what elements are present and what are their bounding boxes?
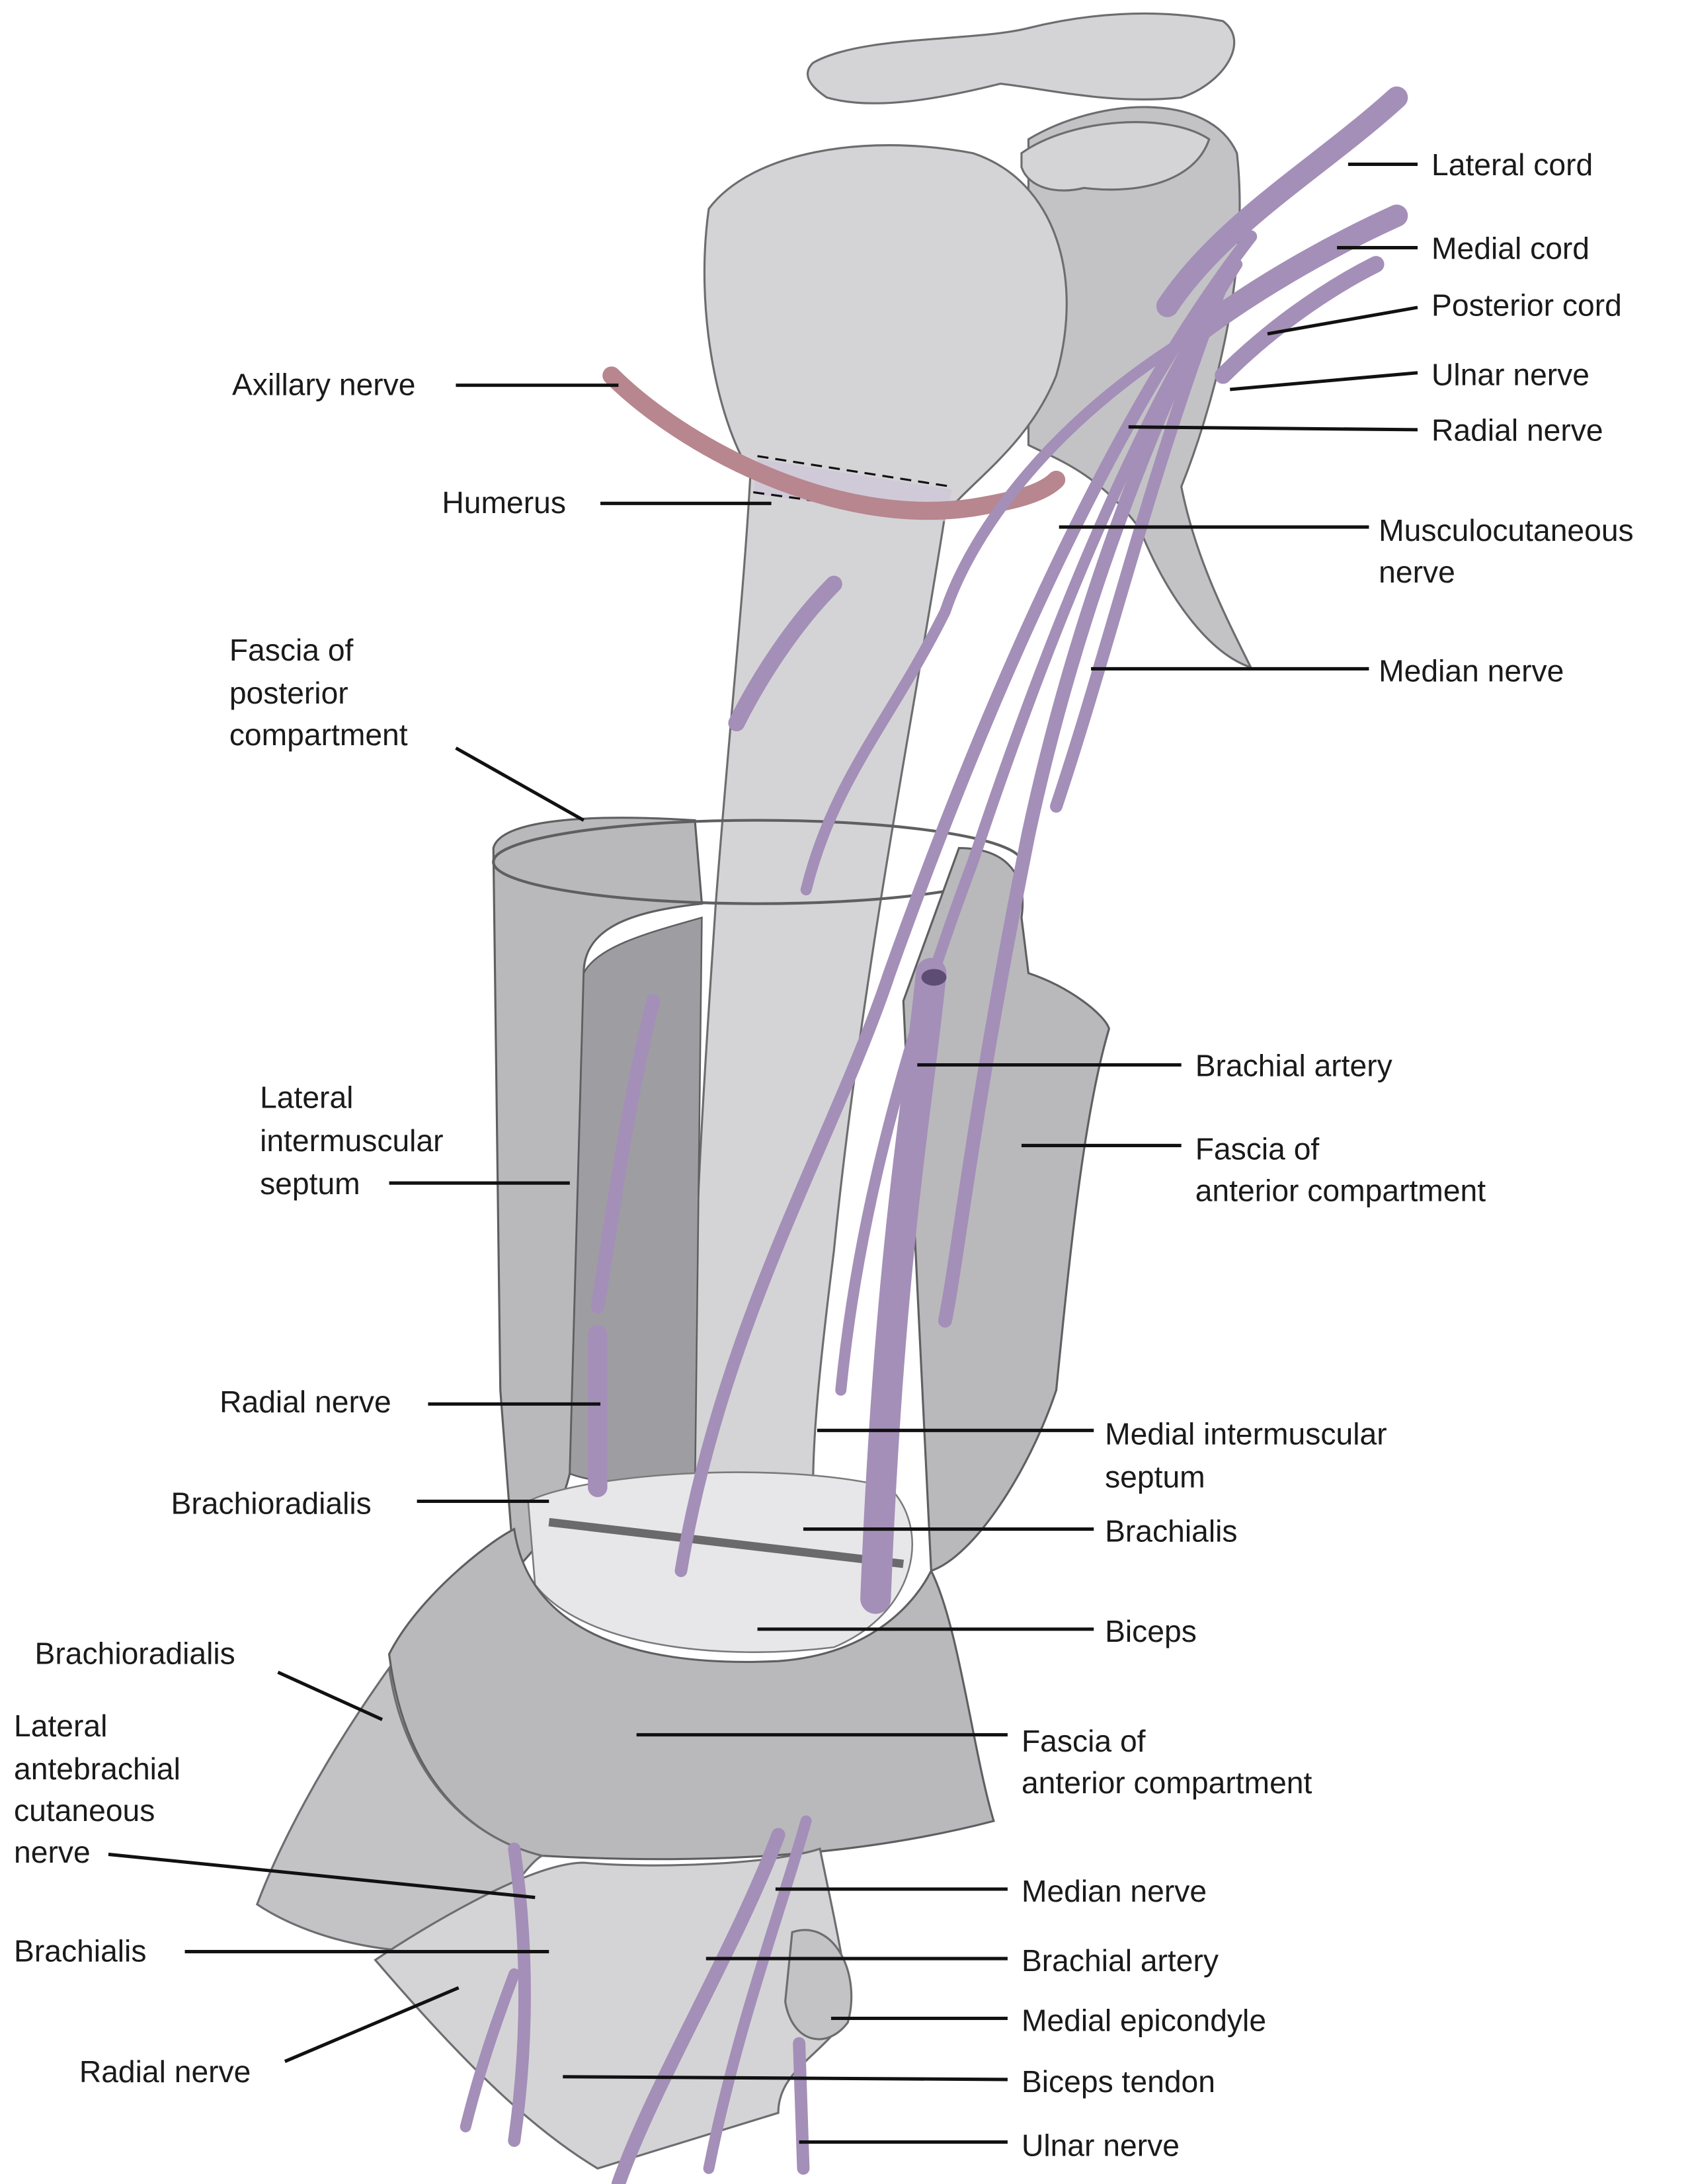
label-lateral-cord: Lateral cord — [1431, 147, 1593, 182]
label-ulnar-nerve-top: Ulnar nerve — [1431, 358, 1589, 392]
label-brachial-artery-low: Brachial artery — [1022, 1943, 1219, 1978]
label-brachioradialis-low: Brachioradialis — [35, 1636, 235, 1670]
label-radial-nerve-mid: Radial nerve — [220, 1385, 391, 1419]
label-humerus: Humerus — [442, 485, 566, 520]
label-radial-nerve-low: Radial nerve — [79, 2054, 251, 2089]
acromion — [1020, 121, 1211, 192]
label-posterior-cord: Posterior cord — [1431, 288, 1622, 323]
label-median-nerve-top: Median nerve — [1379, 653, 1564, 688]
labels: Lateral cord Medial cord Posterior cord … — [14, 147, 1634, 2162]
label-radial-nerve-top: Radial nerve — [1431, 413, 1603, 448]
label-brachialis-mid: Brachialis — [1105, 1514, 1237, 1548]
clavicle — [806, 12, 1236, 104]
fascia-anterior-compartment-upper — [902, 847, 1111, 1572]
label-median-nerve-low: Median nerve — [1022, 1874, 1207, 1908]
axillary-nerve — [602, 366, 1066, 520]
label-biceps: Biceps — [1105, 1614, 1197, 1648]
label-medial-epicondyle: Medial epicondyle — [1022, 2003, 1266, 2037]
label-biceps-tendon: Biceps tendon — [1022, 2064, 1215, 2099]
nerves — [460, 86, 1408, 2184]
label-ulnar-nerve-low: Ulnar nerve — [1022, 2128, 1180, 2163]
label-brachialis-low: Brachialis — [14, 1933, 146, 1968]
label-medial-cord: Medial cord — [1431, 231, 1589, 265]
label-brachioradialis-mid: Brachioradialis — [171, 1486, 372, 1520]
muscle-cross-section — [527, 1471, 913, 1653]
label-axillary-nerve: Axillary nerve — [232, 367, 416, 401]
anatomy-illustration — [255, 12, 1408, 2184]
leader-lines — [108, 162, 1418, 2144]
label-brachial-artery-top: Brachial artery — [1195, 1048, 1393, 1082]
